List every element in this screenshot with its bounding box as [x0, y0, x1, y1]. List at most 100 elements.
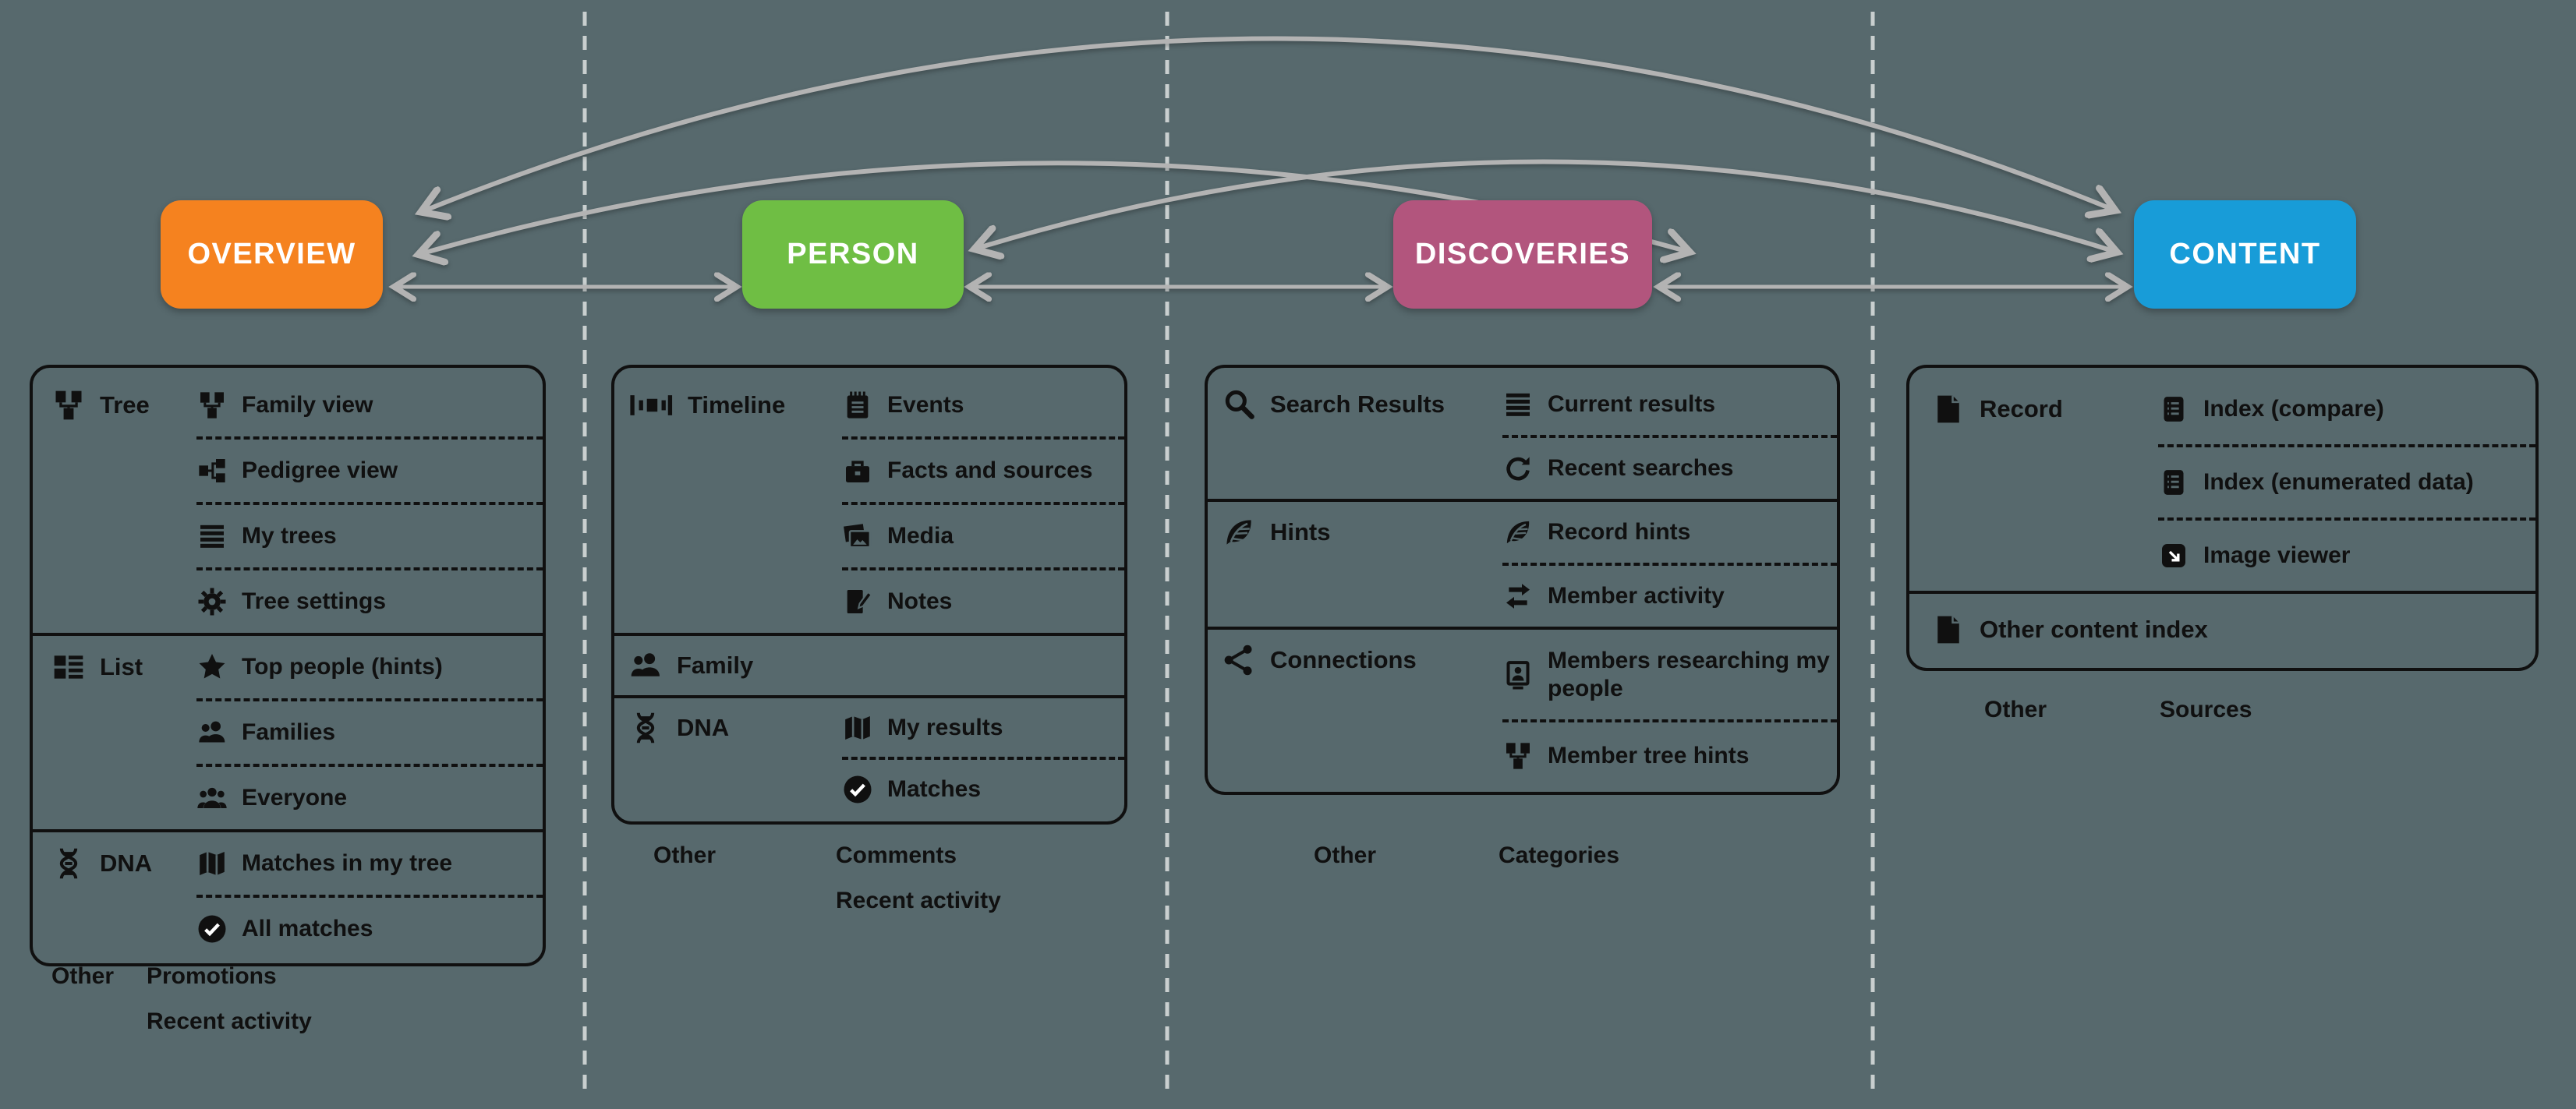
- check-circle-icon: [196, 913, 228, 945]
- dna-icon: [51, 846, 86, 881]
- nav-item: Family view: [196, 374, 543, 436]
- group-dna: DNA Matches in my tree All matches: [33, 829, 543, 960]
- nav-item-label: Tree settings: [242, 588, 387, 614]
- nav-item-label: Index (enumerated data): [2203, 469, 2474, 495]
- nav-item: My trees: [196, 502, 543, 567]
- image-viewer-icon: [2158, 540, 2189, 571]
- nav-item: Matches in my tree: [196, 832, 543, 895]
- person-other-row: Other Comments Recent activity: [653, 839, 1001, 917]
- star-icon: [196, 652, 228, 683]
- nav-item-label: Everyone: [242, 785, 348, 811]
- other-label: Other: [1314, 842, 1377, 868]
- group-label: Tree: [100, 391, 150, 419]
- member-card-icon: [1502, 659, 1534, 690]
- content-node: CONTENT: [2134, 200, 2356, 309]
- content-other-row: Other Sources: [1984, 694, 2252, 726]
- nav-item: Facts and sources: [842, 436, 1124, 502]
- other-item: Recent activity: [836, 888, 1001, 913]
- list-icon: [196, 521, 228, 552]
- other-label: Other: [653, 842, 717, 868]
- map-icon: [196, 848, 228, 879]
- arrow-overview-content: [425, 36, 2111, 210]
- nav-item: Current results: [1502, 374, 1837, 435]
- nav-item: All matches: [196, 895, 543, 960]
- overview-other-row: Other Promotions Recent activity: [51, 960, 312, 1037]
- nav-item: Record hints: [1502, 502, 1837, 563]
- group-label: List: [100, 653, 143, 680]
- document-icon: [1931, 392, 1966, 426]
- nav-item-label: Pedigree view: [242, 457, 398, 483]
- nav-item: Pedigree view: [196, 436, 543, 502]
- group-tree: Tree Family view Pedigree view My trees …: [33, 374, 543, 633]
- group-dna: DNA My results Matches: [614, 695, 1124, 818]
- pedigree-icon: [196, 455, 228, 486]
- nav-item: Member activity: [1502, 563, 1837, 627]
- group-label: Timeline: [688, 391, 786, 419]
- leaf-icon: [1502, 517, 1534, 548]
- map-icon: [842, 712, 873, 743]
- nav-item-label: Recent searches: [1548, 455, 1734, 481]
- content-panel: Record Index (compare) Index (enumerated…: [1906, 365, 2539, 671]
- nav-item-label: Family view: [242, 392, 373, 418]
- group-connections: Connections Members researching my peopl…: [1208, 627, 1837, 789]
- nav-item-label: Members researching my people: [1548, 647, 1830, 701]
- other-item: Comments: [836, 842, 957, 868]
- group-other-content-index: Other content index: [1909, 591, 2535, 665]
- nav-item-label: Events: [887, 392, 964, 418]
- search-icon: [1222, 387, 1256, 422]
- nav-item: Index (compare): [2158, 374, 2535, 444]
- group-record: Record Index (compare) Index (enumerated…: [1909, 374, 2535, 591]
- nav-item: Everyone: [196, 764, 543, 829]
- notepad-icon: [842, 390, 873, 421]
- group-label: Hints: [1270, 518, 1331, 546]
- nav-item-label: Top people (hints): [242, 654, 443, 680]
- nav-item: Events: [842, 374, 1124, 436]
- family-tree-icon: [196, 390, 228, 421]
- family-tree-icon: [1502, 740, 1534, 772]
- nav-item-label: Current results: [1548, 391, 1716, 417]
- share-icon: [1222, 643, 1256, 677]
- other-item: Sources: [2160, 697, 2252, 722]
- nav-item: My results: [842, 698, 1124, 757]
- person-panel: Timeline Events Facts and sources Media …: [611, 365, 1127, 825]
- nav-item: Member tree hints: [1502, 719, 1837, 789]
- other-item: Categories: [1499, 842, 1620, 868]
- group-hints: Hints Record hints Member activity: [1208, 499, 1837, 627]
- leaf-icon: [1222, 515, 1256, 549]
- people-two-icon: [196, 717, 228, 748]
- index-doc-icon: [2158, 394, 2189, 425]
- dna-icon: [628, 711, 663, 745]
- nav-item-label: Media: [887, 523, 954, 549]
- group-family: Family: [614, 633, 1124, 695]
- people-two-icon: [628, 648, 663, 683]
- discoveries-node: DISCOVERIES: [1393, 200, 1652, 309]
- discoveries-other-row: Other Categories: [1314, 839, 1619, 871]
- flow-arrows: [398, 36, 2124, 287]
- nav-item-label: Member activity: [1548, 583, 1725, 609]
- person-node: PERSON: [742, 200, 964, 309]
- group-list: List Top people (hints) Families Everyon…: [33, 633, 543, 829]
- group-timeline: Timeline Events Facts and sources Media …: [614, 374, 1124, 633]
- nav-item: Notes: [842, 567, 1124, 633]
- gear-icon: [196, 586, 228, 617]
- timeline-icon: [628, 388, 674, 422]
- index-doc-icon: [2158, 467, 2189, 498]
- nav-item-label: All matches: [242, 916, 373, 941]
- nav-item-label: Image viewer: [2203, 542, 2351, 568]
- nav-item: Index (enumerated data): [2158, 444, 2535, 517]
- people-three-icon: [196, 782, 228, 814]
- check-circle-icon: [842, 774, 873, 805]
- nav-item-label: Record hints: [1548, 519, 1691, 545]
- swap-arrows-icon: [1502, 581, 1534, 612]
- document-icon: [1931, 613, 1966, 647]
- nav-item: Recent searches: [1502, 435, 1837, 499]
- overview-panel: Tree Family view Pedigree view My trees …: [30, 365, 546, 966]
- nav-item: Top people (hints): [196, 636, 543, 698]
- nav-item-label: Matches in my tree: [242, 850, 453, 876]
- other-label: Other: [1984, 697, 2047, 722]
- group-label: Record: [1980, 395, 2063, 422]
- nav-item-label: Notes: [887, 588, 953, 614]
- overview-node: OVERVIEW: [161, 200, 383, 309]
